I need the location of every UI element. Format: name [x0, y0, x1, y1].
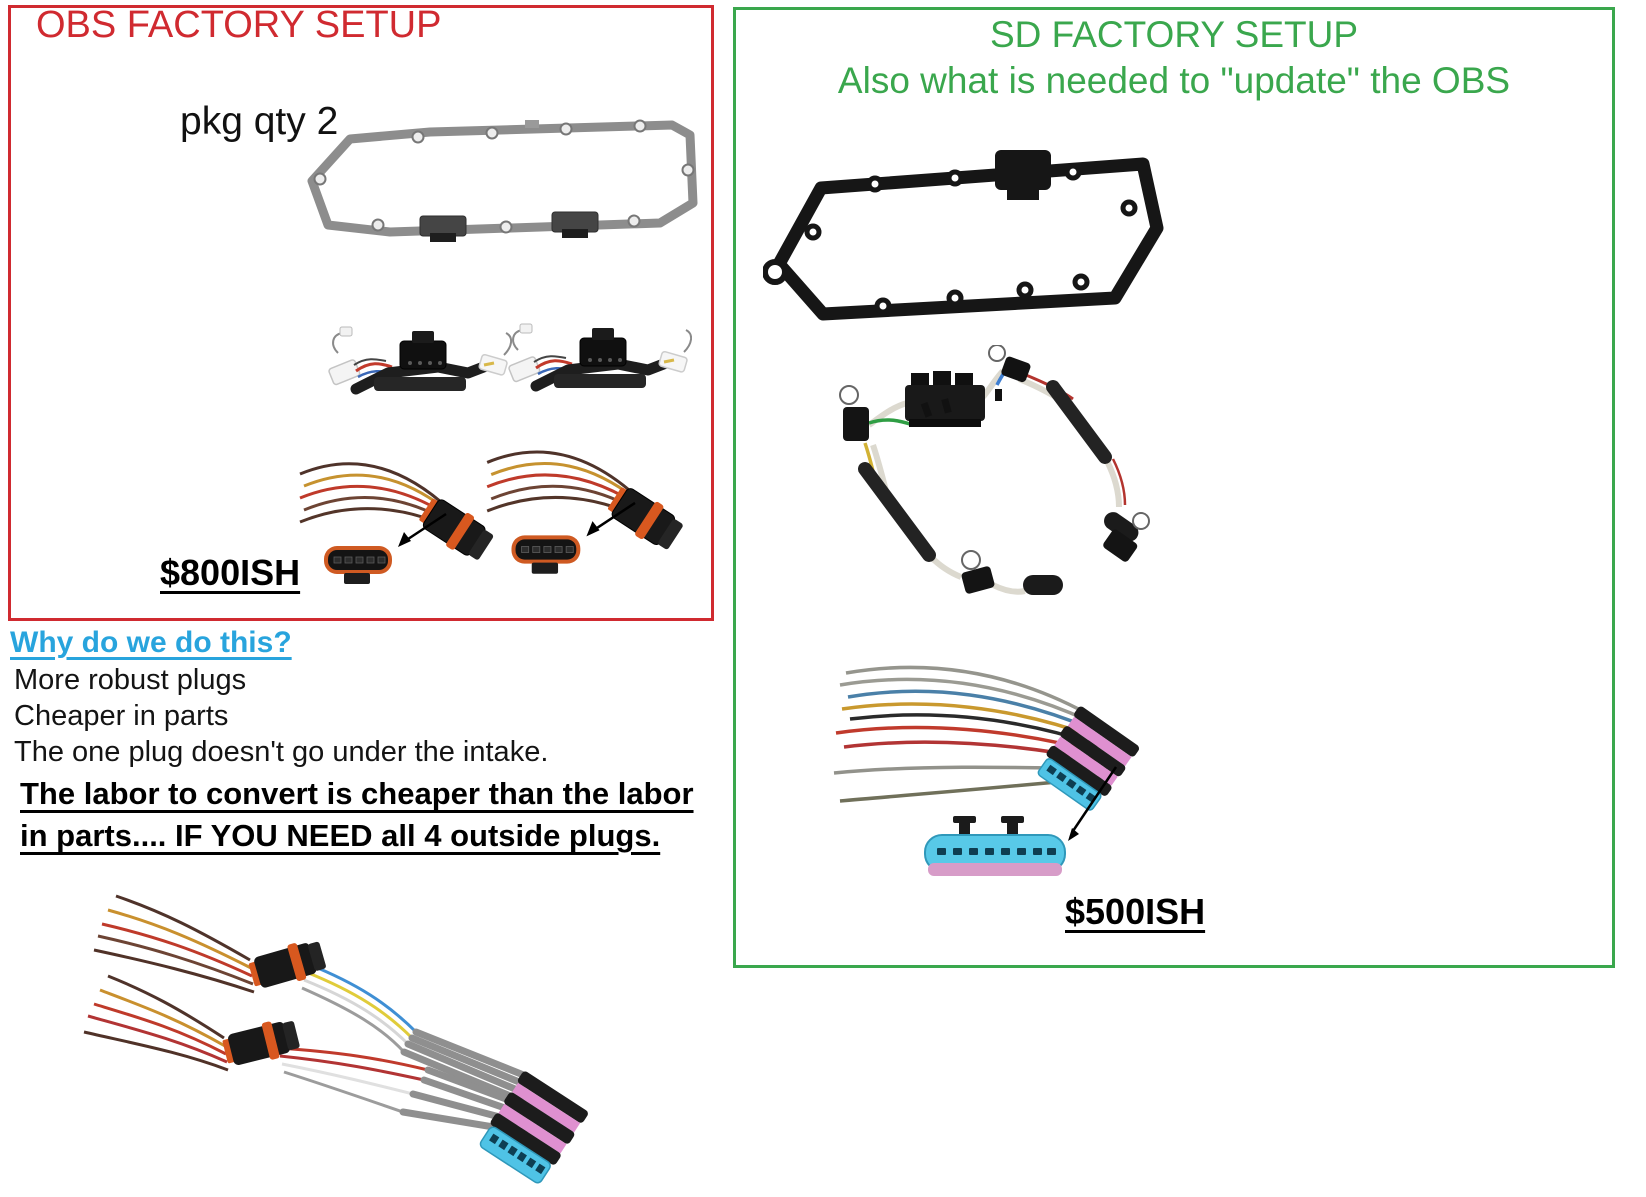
obs-valve-cover-gasket-image: [307, 119, 698, 242]
sd-plug-connector: [1037, 706, 1140, 811]
obs-panel-title: OBS FACTORY SETUP: [36, 4, 442, 46]
sd-valve-cover-gasket-image: [763, 150, 1164, 321]
obs-to-sd-adapter-harness-image: [83, 894, 588, 1184]
gasket-connector-block: [419, 211, 599, 242]
note-reason-1: More robust plugs: [14, 664, 247, 696]
note-reason-2: Cheaper in parts: [14, 700, 229, 732]
adapter-obs-plug-1: [248, 941, 326, 988]
notes-heading: Why do we do this?: [10, 626, 292, 659]
sd-panel-title: SD FACTORY SETUP Also what is needed to …: [733, 12, 1615, 104]
obs-injector-harness-image-2: [508, 323, 692, 392]
obs-injector-harness-image-1: [328, 326, 512, 395]
sd-title-line-1: SD FACTORY SETUP: [989, 14, 1359, 55]
obs-price-label: $800ISH: [160, 552, 301, 593]
emphasis-line-2: in parts.... IF YOU NEED all 4 outside p…: [20, 818, 661, 853]
harness-center-connector: [905, 371, 985, 427]
adapter-sd-connector: [479, 1071, 588, 1184]
sd-injector-harness-image: [839, 345, 1150, 595]
obs-glow-plug-pigtail-image-2: [486, 450, 683, 574]
obs-panel: [8, 5, 714, 621]
sd-title-line-2: Also what is needed to "update" the OBS: [837, 60, 1511, 101]
obs-connector-face: [324, 546, 392, 584]
arrow-icon: [1071, 766, 1118, 832]
sd-connector-face: [924, 816, 1066, 876]
emphasis-line-1: The labor to convert is cheaper than the…: [20, 776, 694, 811]
obs-glow-plug-pigtail-image-1: [299, 462, 494, 584]
sd-pigtail-image: [833, 665, 1140, 876]
obs-plug-connector: [419, 498, 494, 560]
note-reason-3: The one plug doesn't go under the intake…: [14, 736, 549, 768]
obs-connector-face: [511, 535, 581, 574]
sd-price-label: $500ISH: [1065, 891, 1206, 932]
adapter-obs-plug-2: [222, 1021, 300, 1065]
obs-pkg-qty-label: pkg qty 2: [180, 100, 339, 143]
obs-plug-connector: [608, 487, 683, 550]
